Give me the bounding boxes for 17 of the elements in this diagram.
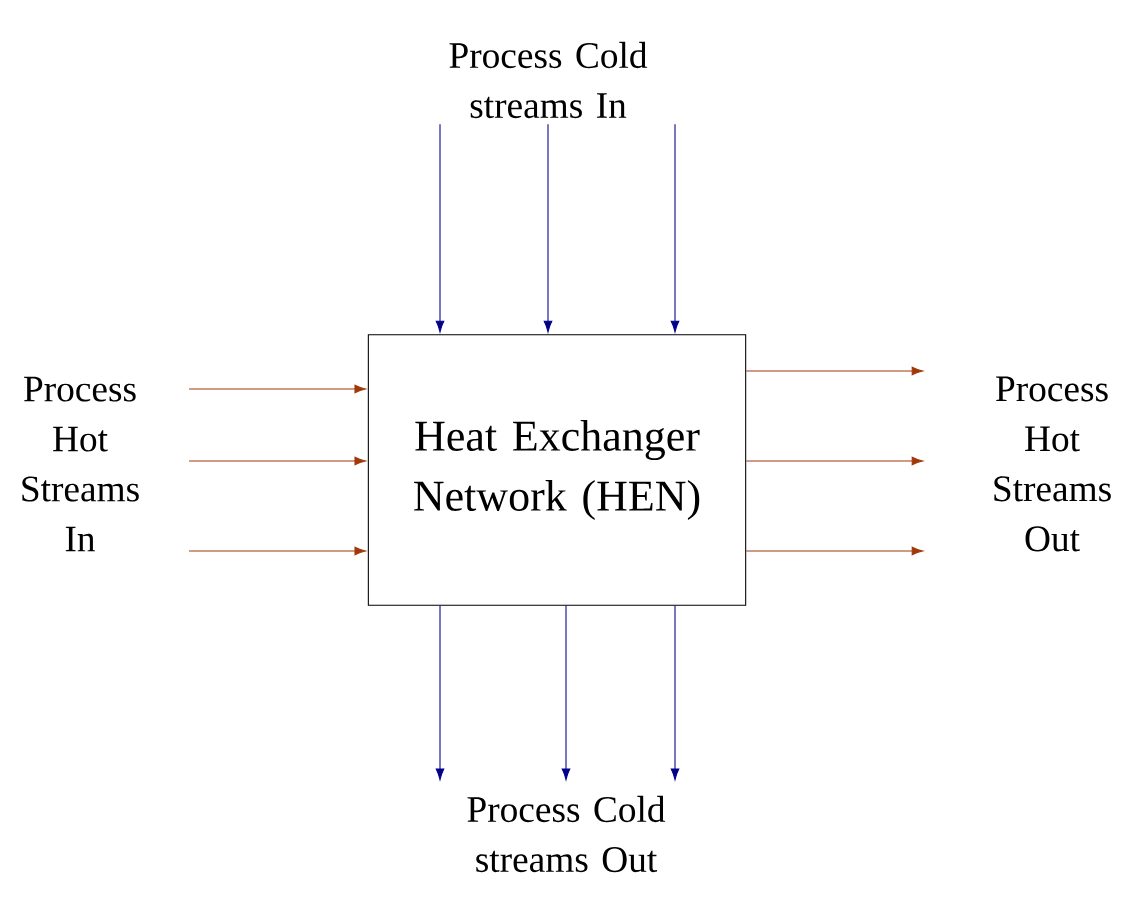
arrow xyxy=(670,123,680,333)
stream-label: Process Cold streams In xyxy=(449,41,648,119)
arrow xyxy=(188,456,366,466)
stream-label: Process Cold streams Out xyxy=(467,795,666,873)
arrow xyxy=(745,366,924,376)
arrow xyxy=(543,123,553,333)
process-box: Heat Exchanger Network (HEN) xyxy=(367,334,747,606)
arrow xyxy=(188,546,366,556)
arrow xyxy=(670,605,680,781)
arrow xyxy=(435,605,445,781)
arrow xyxy=(188,384,366,394)
arrow xyxy=(435,123,445,333)
arrow xyxy=(745,546,924,556)
arrow xyxy=(561,605,571,781)
stream-label: Process Hot Streams In xyxy=(22,376,139,552)
stream-label: Process Hot Streams Out xyxy=(994,376,1111,552)
arrow xyxy=(745,456,924,466)
